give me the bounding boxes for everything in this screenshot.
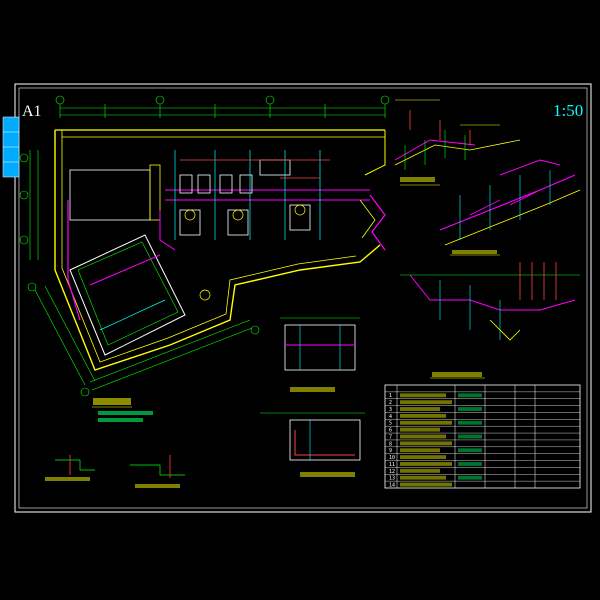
isometric-system-lower xyxy=(400,262,580,379)
table-cell-text-block xyxy=(400,407,440,411)
left-title-strip xyxy=(2,116,20,178)
axis-bubbles-top xyxy=(55,95,390,105)
table-cell-text-block xyxy=(458,393,482,398)
table-row-number: 13 xyxy=(389,476,395,482)
table-row-number: 8 xyxy=(389,441,392,447)
table-cell-text-block xyxy=(458,475,482,480)
detail-drawing-bottom-left xyxy=(45,455,185,488)
table-row-number: 4 xyxy=(389,414,392,420)
table-cell-text-block xyxy=(458,448,482,453)
table-cell-text-block xyxy=(400,400,452,405)
table-cell-text-block xyxy=(400,441,452,446)
plan-title xyxy=(92,398,153,422)
isometric-system-upper xyxy=(394,99,521,186)
table-row-number: 9 xyxy=(389,448,392,454)
table-row-number: 1 xyxy=(389,393,392,399)
table-row-number: 5 xyxy=(389,421,392,427)
table-cell-text-block xyxy=(400,448,440,453)
table-cell-text-block xyxy=(400,420,452,425)
detail-drawing-lower xyxy=(260,412,365,477)
table-cell-text-block xyxy=(400,468,440,473)
main-floor-plan xyxy=(19,95,390,397)
table-row-number: 6 xyxy=(389,428,392,434)
detail-drawing-upper xyxy=(280,317,360,392)
table-cell-text-block xyxy=(400,393,446,398)
inner-frame xyxy=(18,87,588,509)
table-cell-text-block xyxy=(400,482,452,487)
table-cell-text-block xyxy=(400,427,440,432)
outer-frame xyxy=(14,83,592,513)
axis-bubbles-left xyxy=(19,153,29,245)
table-cell-text-block xyxy=(400,413,446,418)
table-row-number: 11 xyxy=(389,462,395,468)
table-cell-text-block xyxy=(400,455,446,460)
table-row-number: 10 xyxy=(389,455,395,461)
table-cell-text-block xyxy=(400,475,446,480)
table-cell-text-block xyxy=(458,420,482,425)
table-cell-text-block xyxy=(458,434,482,439)
table-row-number: 2 xyxy=(389,400,392,406)
table-cell-text-block xyxy=(458,407,482,411)
table-cell-text-block xyxy=(400,462,452,466)
table-cell-text-block xyxy=(458,462,482,466)
table-row-number: 3 xyxy=(389,407,392,413)
sheet-size-label: A1 xyxy=(22,103,42,120)
isometric-system-middle xyxy=(439,159,581,256)
table-row-number: 14 xyxy=(389,483,395,489)
table-row-number: 12 xyxy=(389,469,395,475)
table-row-number: 7 xyxy=(389,434,392,440)
table-cell-text-block xyxy=(400,434,446,439)
scale-label: 1:50 xyxy=(553,101,583,120)
